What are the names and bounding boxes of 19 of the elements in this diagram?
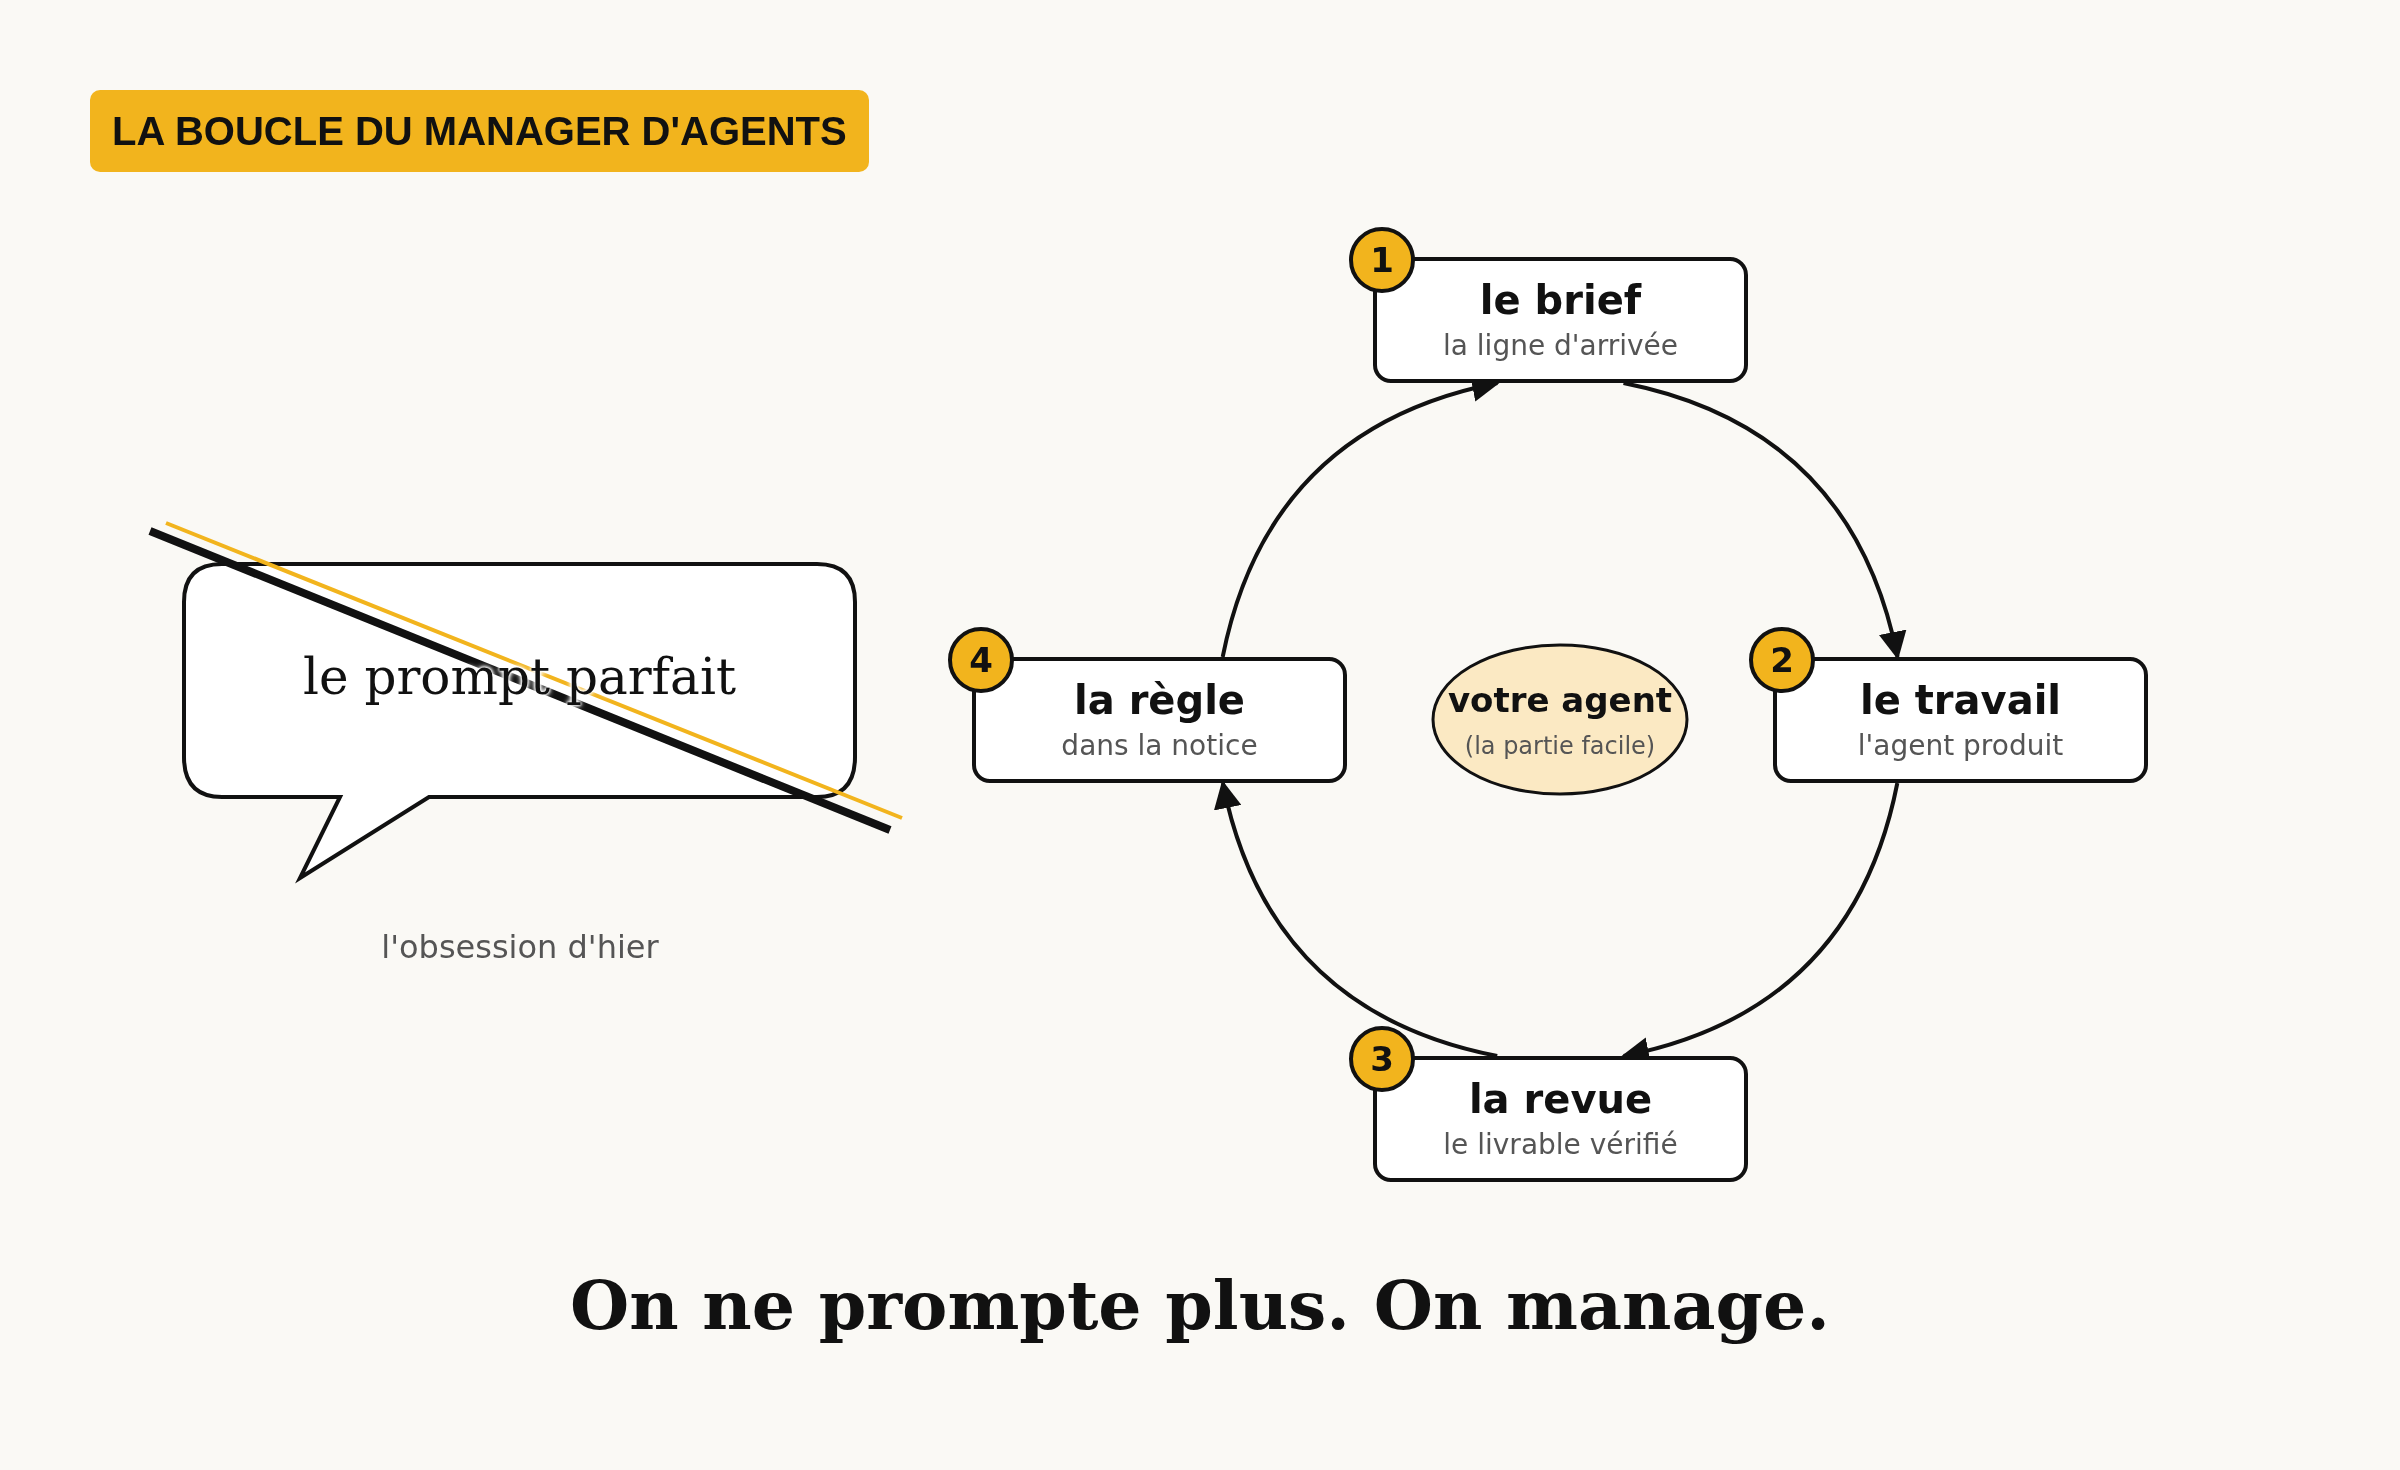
step-subtitle: dans la notice	[1061, 728, 1258, 764]
step-title: le brief	[1479, 276, 1642, 325]
step-number-badge: 3	[1349, 1026, 1415, 1092]
center-subtitle: (la partie facile)	[1464, 730, 1656, 762]
arrow	[1623, 381, 1906, 660]
arrow	[1215, 780, 1498, 1058]
step-number-badge: 1	[1349, 227, 1415, 293]
caption-text: On ne prompte plus. On manage.	[568, 1265, 1832, 1345]
step-title: la revue	[1468, 1075, 1653, 1124]
step-number-badge: 4	[948, 627, 1014, 693]
note-text: l'obsession d'hier	[380, 928, 660, 966]
step-title: le travail	[1859, 676, 2062, 725]
title-banner: LA BOUCLE DU MANAGER D'AGENTS	[90, 90, 869, 172]
center-title: votre agent	[1447, 678, 1673, 722]
step-subtitle: le livrable vérifié	[1443, 1127, 1678, 1163]
step-subtitle: l'agent produit	[1857, 728, 2064, 764]
step-number-badge: 2	[1749, 627, 1815, 693]
step-title: la règle	[1074, 676, 1245, 725]
step-subtitle: la ligne d'arrivée	[1443, 328, 1678, 364]
